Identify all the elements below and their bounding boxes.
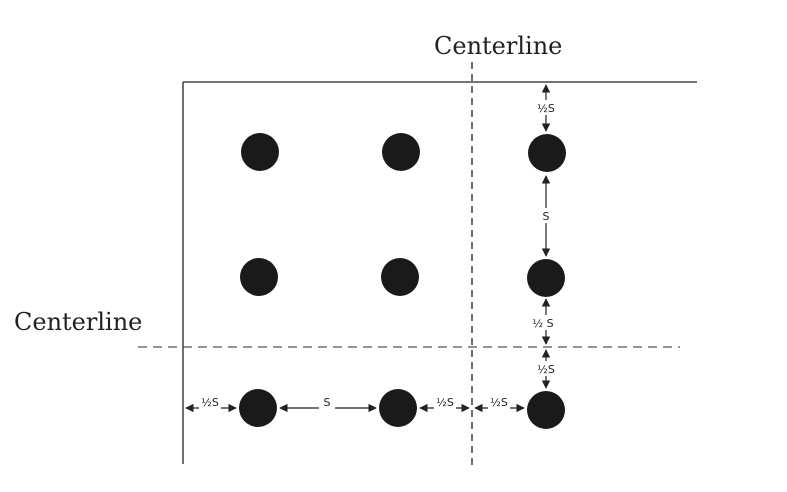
dim-label-half-s-mid-right: ½S (490, 396, 508, 409)
bolt-hole (381, 258, 419, 296)
bolt-hole (527, 259, 565, 297)
bolt-hole (239, 389, 277, 427)
dim-label-left-half-s: ½S (201, 396, 219, 409)
bolt-hole (528, 134, 566, 172)
bolt-holes (239, 133, 566, 429)
bolt-hole (241, 133, 279, 171)
horizontal-centerline-label: Centerline (14, 308, 142, 336)
dim-label-top-half-s: ½S (537, 102, 555, 115)
dim-label-half-s-upper: ½ S (532, 317, 553, 330)
dim-label-s-horizontal: S (324, 396, 331, 409)
bolt-hole (240, 258, 278, 296)
dim-label-half-s-mid-left: ½S (436, 396, 454, 409)
vertical-centerline-label: Centerline (434, 32, 562, 60)
bolt-hole (527, 391, 565, 429)
dim-label-s-vertical: S (543, 210, 550, 223)
bolt-hole (379, 389, 417, 427)
dim-label-half-s-lower: ½S (537, 363, 555, 376)
bolt-hole (382, 133, 420, 171)
